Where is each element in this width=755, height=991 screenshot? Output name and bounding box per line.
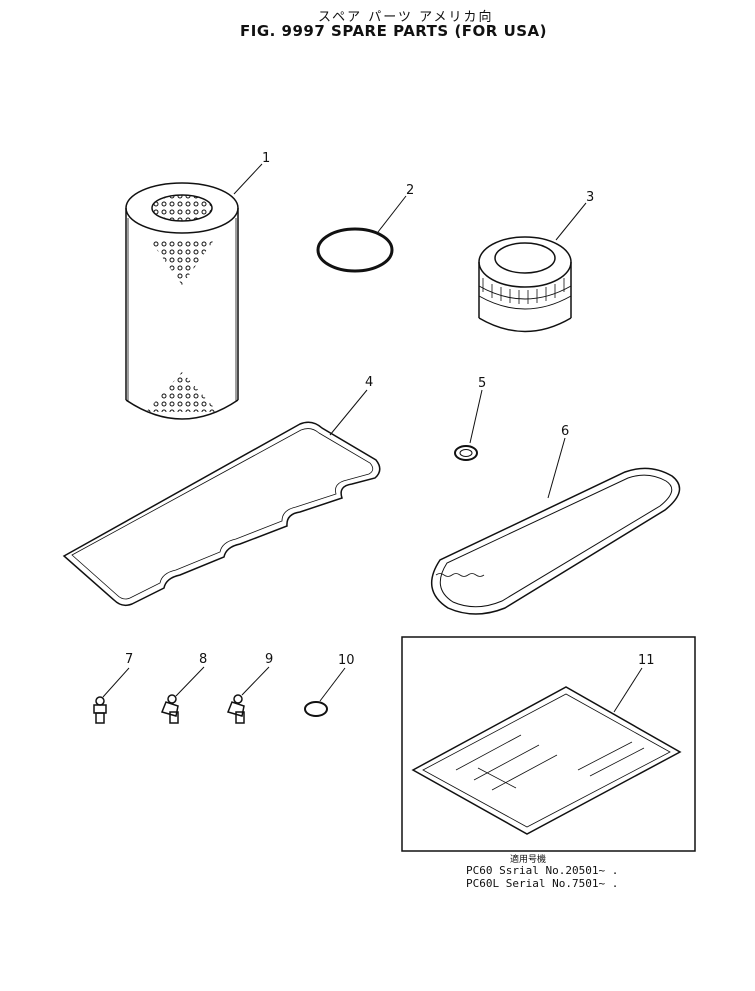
callout-labels: 1 2 3 4 5 6 7 8 9 10 11	[125, 151, 655, 668]
callout-2: 2	[406, 183, 414, 198]
part-11-manual-sheet	[411, 686, 682, 835]
callout-3: 3	[586, 190, 594, 205]
part-7-grease-nipple	[93, 696, 107, 724]
part-3-cartridge	[478, 236, 572, 333]
part-4-gasket	[62, 421, 381, 607]
callout-6: 6	[561, 424, 569, 439]
part-9-grease-nipple-angled	[226, 694, 245, 724]
callout-1: 1	[262, 151, 270, 166]
callout-10: 10	[338, 653, 355, 668]
callout-11: 11	[638, 653, 655, 668]
figure-title-japanese: スペア パーツ アメリカ向	[318, 10, 494, 25]
part-2-o-ring	[316, 227, 394, 273]
part-1-filter-element	[125, 182, 239, 420]
part-8-grease-nipple-angled	[160, 694, 179, 724]
part-5-washer	[454, 445, 478, 461]
callout-7: 7	[125, 652, 133, 667]
callout-9: 9	[265, 652, 273, 667]
callout-5: 5	[478, 376, 486, 391]
part-10-o-ring	[304, 701, 328, 717]
serial-line-pc60: PC60 Ssrial No.20501~ .	[466, 864, 619, 877]
serial-line-pc60l: PC60L Serial No.7501~ .	[466, 877, 619, 890]
applicability-heading: 適用号機	[510, 855, 547, 865]
part-11-frame	[401, 636, 696, 852]
leader-lines	[102, 163, 643, 713]
part-6-belt	[431, 467, 681, 615]
callout-8: 8	[199, 652, 207, 667]
callout-4: 4	[365, 375, 373, 390]
figure-title: FIG. 9997 SPARE PARTS (FOR USA)	[240, 22, 548, 40]
